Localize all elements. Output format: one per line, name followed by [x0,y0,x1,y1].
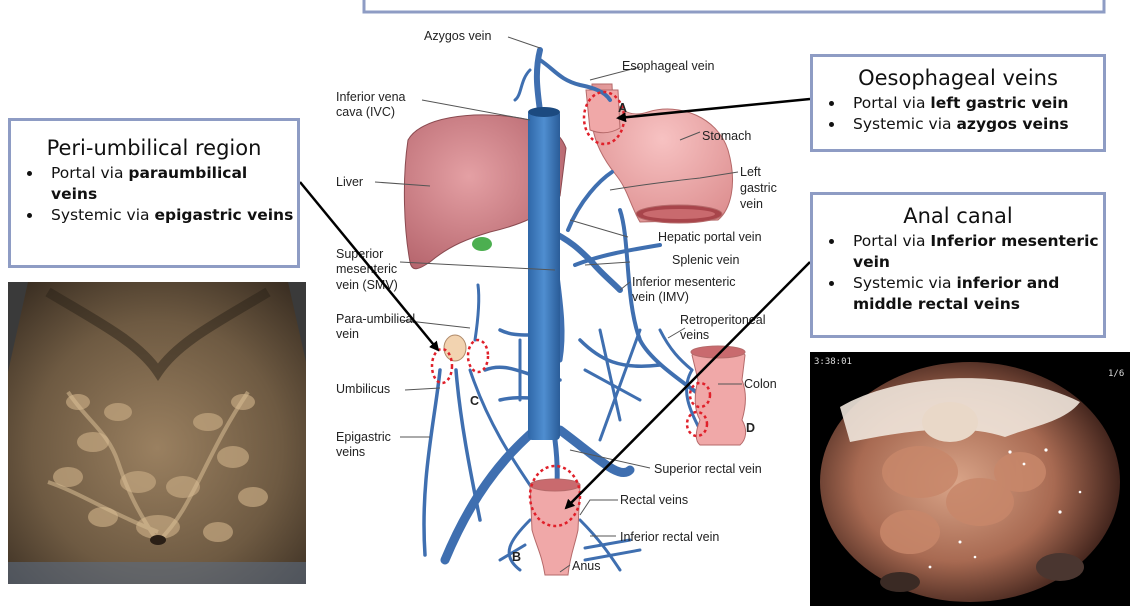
label-imv-line1: Inferior mesenteric [632,275,736,289]
label-rectal-veins: Rectal veins [620,493,688,507]
callout-anal-canal-title: Anal canal [813,203,1103,229]
label-ivc-line2: cava (IVC) [336,105,395,119]
label-inferior-rectal-vein: Inferior rectal vein [620,530,719,544]
label-para-umbilical-line1: Para-umbilical [336,312,415,326]
label-anus: Anus [572,559,601,573]
label-left-gastric-line3: vein [740,197,763,211]
label-epigastric-line2: veins [336,445,365,459]
label-ivc-line1: Inferior vena [336,90,406,104]
label-stomach: Stomach [702,129,751,143]
colon-shape [692,348,746,446]
callout-oesophageal-item: Systemic via azygos veins [845,114,1103,135]
highlight-umbilical-left [432,349,452,383]
inferior-vena-cava [528,110,560,440]
label-left-gastric-line2: gastric [740,181,777,195]
label-esophageal-vein: Esophageal vein [622,59,714,73]
callout-peri-umbilical-item: Portal via paraumbilical veins [43,163,297,205]
label-superior-rectal-vein: Superior rectal vein [654,462,762,476]
label-azygos-vein: Azygos vein [424,29,491,43]
arrow-oesophageal [618,99,810,118]
callout-oesophageal: Oesophageal veins Portal via left gastri… [810,54,1106,152]
label-colon: Colon [744,377,777,391]
label-splenic-vein: Splenic vein [672,253,739,267]
label-epigastric-line1: Epigastric [336,430,391,444]
label-para-umbilical-line2: vein [336,327,359,341]
callout-oesophageal-title: Oesophageal veins [813,65,1103,91]
callout-oesophageal-item: Portal via left gastric vein [845,93,1103,114]
umbilicus-shape [444,335,466,361]
callout-peri-umbilical-item: Systemic via epigastric veins [43,205,297,226]
callout-peri-umbilical-title: Peri-umbilical region [11,135,297,161]
callout-anal-canal: Anal canal Portal via Inferior mesenteri… [810,192,1106,338]
callout-anal-canal-item: Portal via Inferior mesenteric vein [845,231,1103,273]
callout-anal-canal-item: Systemic via inferior and middle rectal … [845,273,1103,315]
label-hepatic-portal-vein: Hepatic portal vein [658,230,762,244]
label-left-gastric-line1: Left [740,165,761,179]
label-imv-line2: vein (IMV) [632,290,689,304]
label-retroperitoneal-line2: veins [680,328,709,342]
label-umbilicus: Umbilicus [336,382,390,396]
marker-b: B [512,550,521,564]
marker-d: D [746,421,755,435]
marker-c: C [470,394,479,408]
marker-a: A [618,101,627,115]
callout-peri-umbilical: Peri-umbilical region Portal via paraumb… [8,118,300,268]
label-liver: Liver [336,175,363,189]
highlight-umbilical-right [468,340,488,372]
